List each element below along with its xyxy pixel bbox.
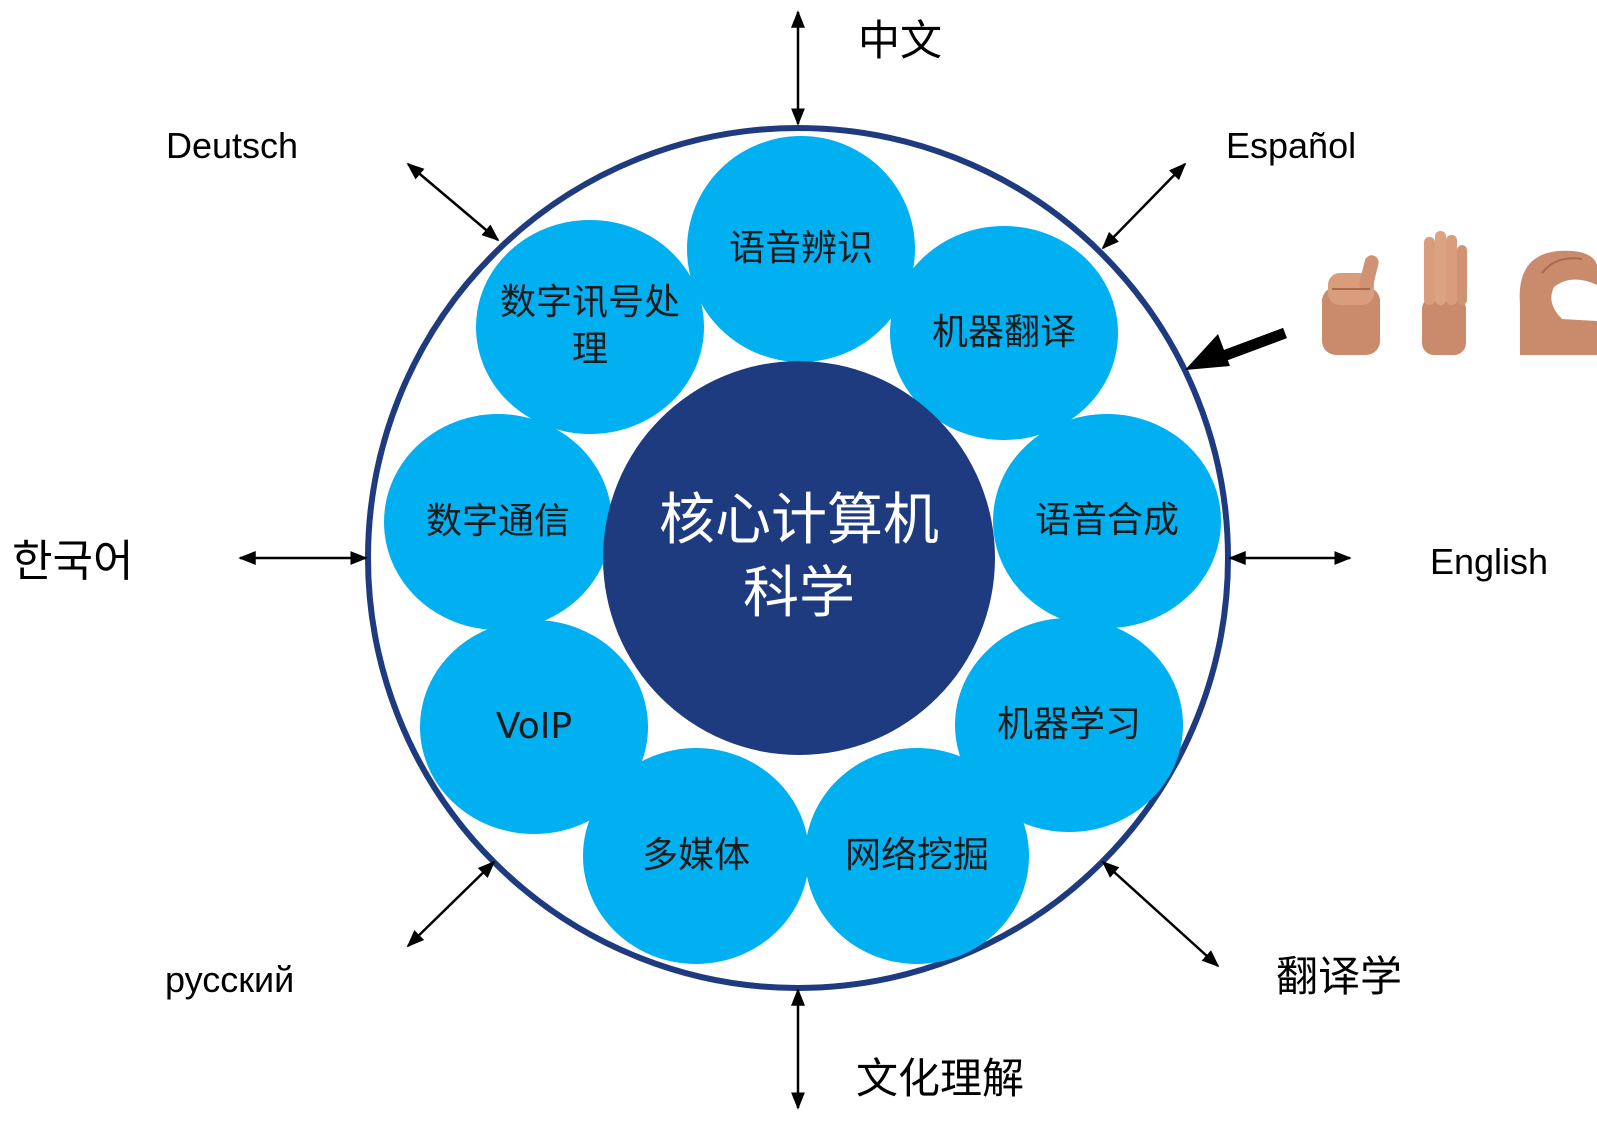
- bubble-speech-recognition: 语音辨识: [687, 136, 915, 362]
- bubble-label: 机器学习: [996, 703, 1141, 745]
- label-russian: русский: [165, 959, 295, 1000]
- label-chinese: 中文: [858, 16, 943, 65]
- arrow-bottom-right: [1101, 860, 1220, 968]
- bubble-label: 语音辨识: [728, 227, 873, 269]
- hand-c-shape: [1519, 250, 1597, 355]
- thick-arrow-icon: [1185, 327, 1287, 370]
- bubble-label: 多媒体: [641, 834, 750, 876]
- label-german: Deutsch: [166, 125, 299, 166]
- bubble-digital-communication: 数字通信: [384, 414, 612, 630]
- bubble-label: 语音合成: [1034, 499, 1179, 541]
- bubble-digital-signal-processing: 数字讯号处理: [476, 220, 704, 434]
- bubble-label: 数字讯号处理: [499, 282, 680, 370]
- bubble-machine-translation: 机器翻译: [890, 226, 1118, 440]
- label-english: English: [1430, 541, 1549, 582]
- bubble-label: VoIP: [495, 705, 573, 747]
- label-spanish: Español: [1226, 125, 1357, 166]
- core-label: 核心计算机科学: [659, 488, 939, 626]
- bubble-label: 数字通信: [425, 500, 570, 542]
- sign-language-hands-icon: [1310, 225, 1597, 360]
- bubble-label: 网络挖掘: [844, 834, 989, 876]
- bubble-voip: VoIP: [420, 620, 648, 834]
- arrow-top-right: [1101, 162, 1187, 250]
- bubble-web-mining: 网络挖掘: [805, 748, 1029, 964]
- label-translation-studies: 翻译学: [1276, 952, 1403, 1001]
- label-cultural-understanding: 文化理解: [856, 1054, 1025, 1103]
- arrow-top-left: [406, 162, 500, 242]
- label-korean: 한국어: [12, 536, 134, 587]
- hand-fist: [1322, 255, 1380, 355]
- bubble-speech-synthesis: 语音合成: [993, 414, 1221, 628]
- bubble-label: 机器翻译: [931, 311, 1076, 353]
- arrow-bottom-left: [406, 860, 496, 948]
- hand-flat: [1422, 231, 1467, 355]
- core-circle: 核心计算机科学: [603, 361, 995, 755]
